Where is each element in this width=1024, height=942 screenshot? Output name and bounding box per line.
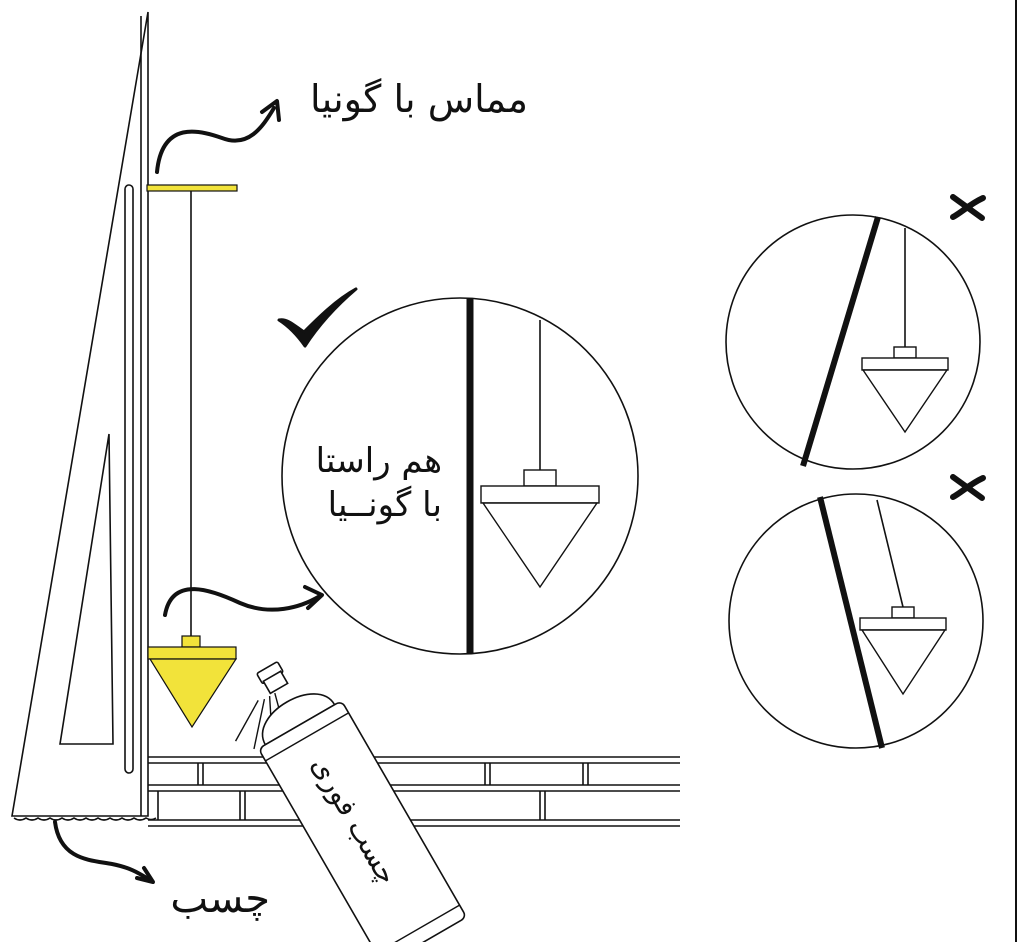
x-mark-icon <box>950 474 986 501</box>
plumb-bob-weight <box>148 658 238 729</box>
contact-bar <box>146 184 238 192</box>
label-aligned-line2: با گونــیا <box>328 485 442 525</box>
glue-bead <box>13 817 157 821</box>
arrow-to-glue-label <box>53 820 155 884</box>
label-glue: چسب <box>170 876 270 922</box>
plumb-bob-main <box>146 184 238 729</box>
checkmark-icon <box>277 287 358 348</box>
arrow-to-contact-label <box>155 99 281 174</box>
arrow-to-zoom-circle <box>163 585 324 617</box>
zoom-circle-wrong-1 <box>725 214 981 470</box>
spray-can: چسب فوری <box>234 661 466 942</box>
zoom-circle-correct <box>281 297 639 655</box>
label-contact-with-square: مماس با گونیا <box>310 77 528 122</box>
label-aligned-line1: هم راستا <box>316 441 442 481</box>
x-mark-icon <box>950 194 986 221</box>
triangle-square <box>11 11 149 817</box>
brick-wall <box>148 756 680 827</box>
zoom-circle-wrong-2 <box>728 493 984 749</box>
